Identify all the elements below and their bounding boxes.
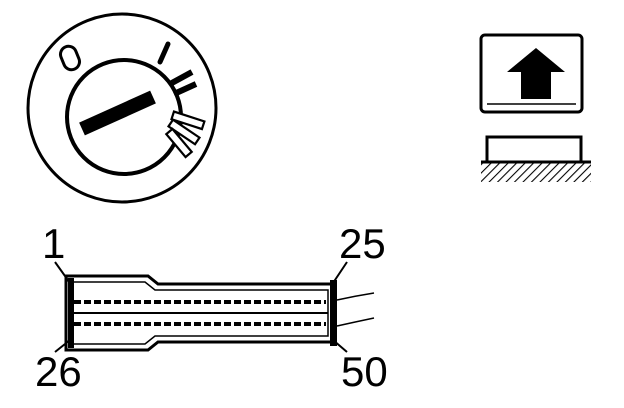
pin-label-26: 26 [35, 348, 82, 395]
pin-label-50: 50 [341, 348, 388, 395]
position-0-marker [59, 44, 81, 72]
mounting-surface [481, 162, 591, 182]
position-iii-marker [164, 110, 206, 159]
push-button [479, 33, 591, 182]
position-ii-marker [168, 69, 198, 97]
ignition-switch [26, 12, 218, 204]
pin-label-25: 25 [339, 220, 386, 267]
button-base [485, 135, 583, 164]
position-i-marker [157, 41, 171, 65]
leader-pin-26 [54, 339, 71, 353]
leader-pin-50 [332, 339, 348, 353]
key-slot [79, 90, 156, 136]
up-arrow-icon [507, 48, 565, 99]
pin-label-1: 1 [42, 220, 65, 267]
connector-wires [336, 292, 375, 327]
leader-pin-25 [332, 261, 348, 284]
connector-50-pin: 1 25 26 50 [35, 220, 388, 395]
leader-pin-1 [54, 261, 71, 284]
connector-end-cap [330, 280, 337, 346]
